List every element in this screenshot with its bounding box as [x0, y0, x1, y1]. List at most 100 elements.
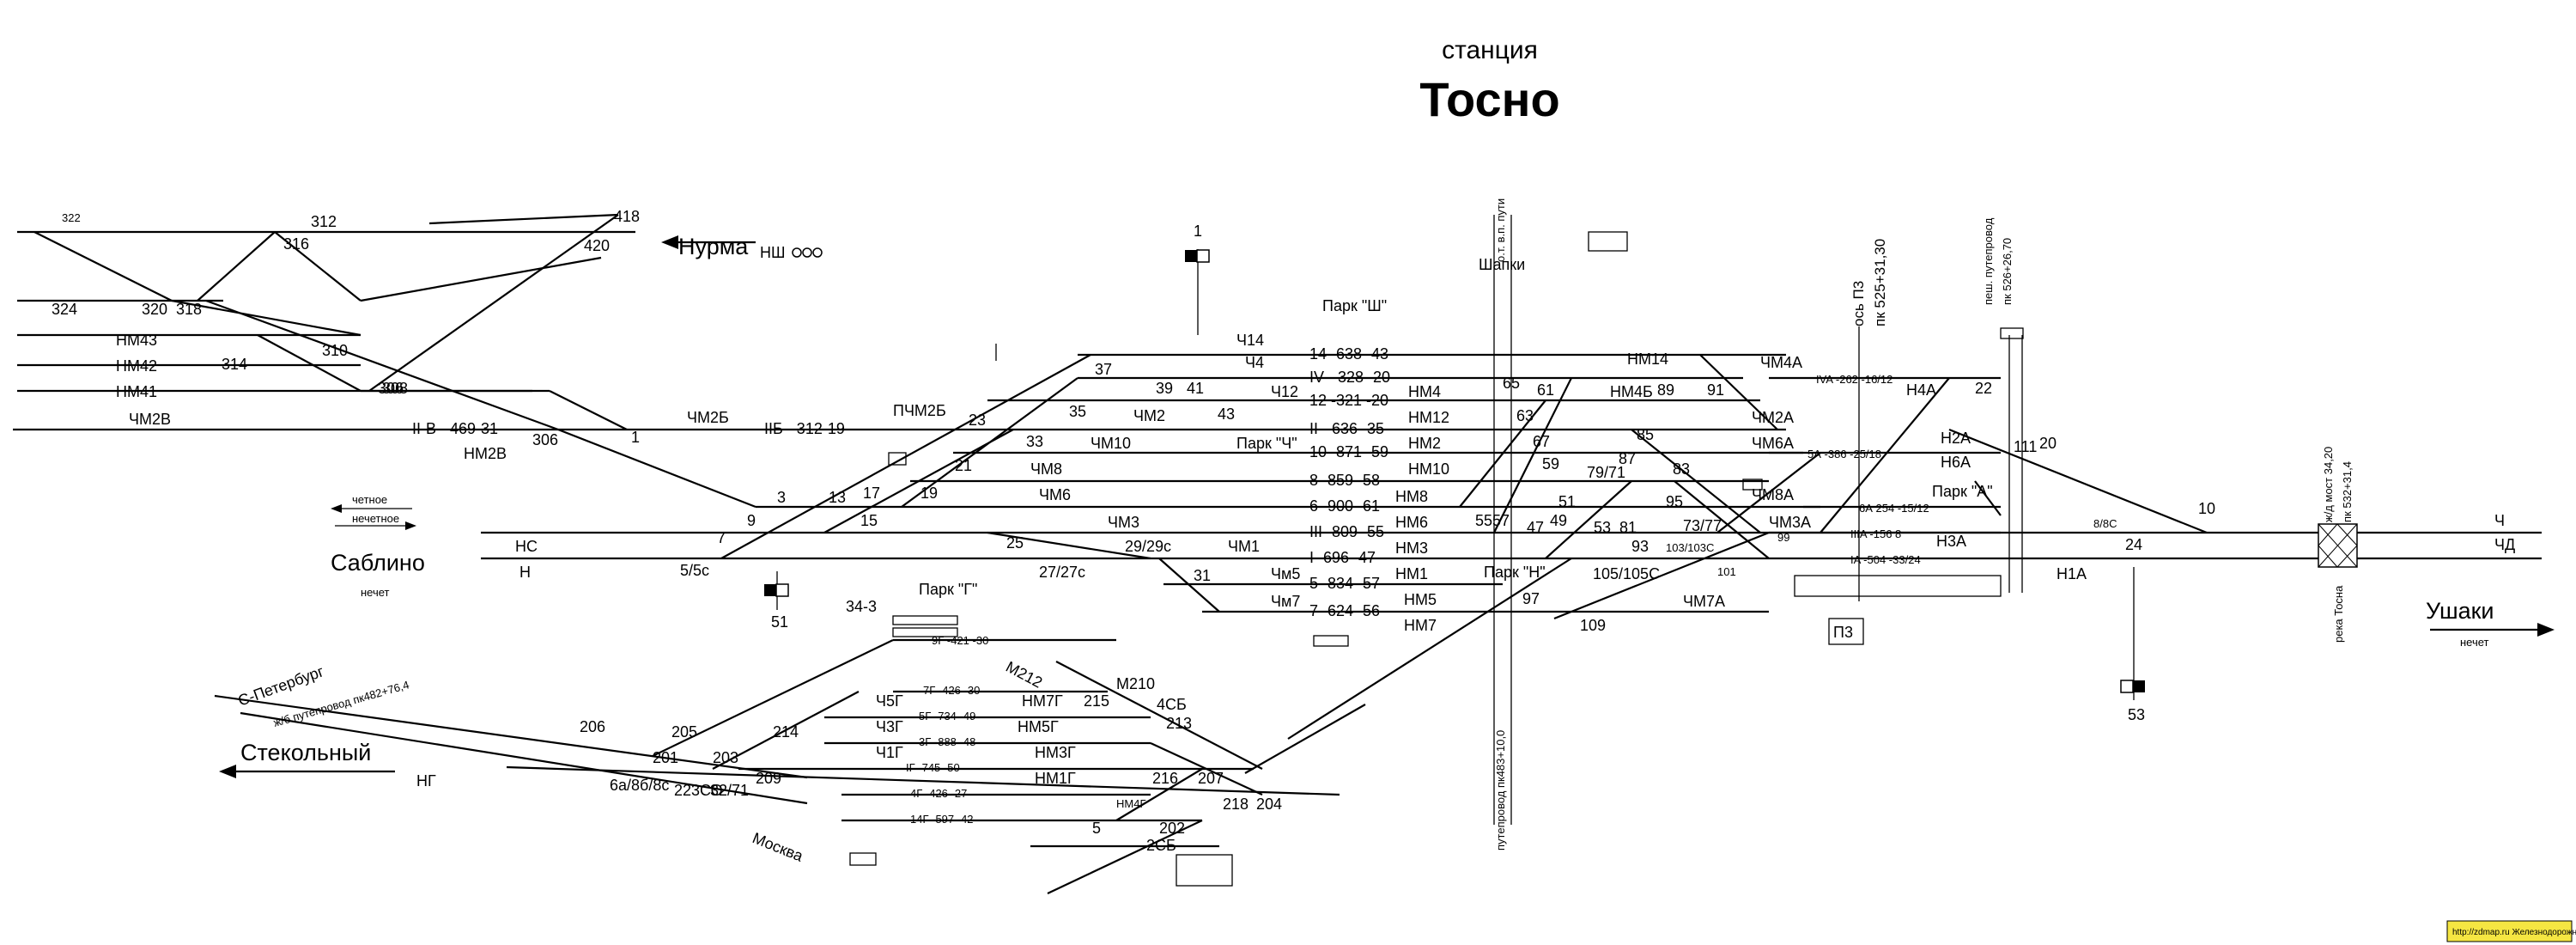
switch-label: 79/71	[1587, 464, 1625, 481]
signal-label: НМ6	[1395, 514, 1428, 531]
moskva-label: Москва	[750, 829, 806, 865]
switch-label: 201	[653, 749, 678, 766]
switch-label: 15	[860, 512, 878, 529]
signal-label: Ч3Г	[876, 718, 903, 735]
track-label: 7Г -426 -30	[923, 684, 980, 697]
park-sh-label: Парк "Ш"	[1322, 297, 1387, 314]
track-label: 5Г -734 -49	[919, 710, 975, 722]
ushaki-label: Ушаки	[2426, 598, 2494, 624]
switch-label: 103/103С	[1666, 541, 1714, 554]
park-sh-tracks	[17, 213, 635, 431]
switch-numbers: 322 316 312 306 418 420 324 320 318 314 …	[52, 208, 2215, 837]
signal-label: М210	[1116, 675, 1155, 692]
nechet-right-label: нечет	[2460, 636, 2489, 649]
park-a-label: Парк "А"	[1932, 483, 1993, 500]
putepr-label: путепровод пк483+10,0	[1494, 730, 1507, 850]
signal-label: ЧМ2Б	[687, 409, 729, 426]
track-label: 10 -871 -59	[1309, 443, 1388, 460]
switch-label: 65	[1503, 375, 1520, 392]
signal-label: НМ5Г	[1018, 718, 1059, 735]
signal-label: НМ43	[116, 332, 157, 349]
switch-label: 57	[1492, 512, 1510, 529]
switch-label: 324	[52, 301, 77, 318]
switch-label: 214	[773, 723, 799, 741]
switch-label: 93	[1631, 538, 1649, 555]
switch-label: 308	[382, 380, 408, 397]
signal-label: НМ4Г	[1116, 797, 1146, 810]
switch-label: 215	[1084, 692, 1109, 710]
track-label: 9Г -421 -30	[932, 634, 988, 647]
signal-label: НС	[515, 538, 538, 555]
signals: НШ Ч14 Ч4 Ч12 ЧМ2Б ЧМ2В НМ2В ПЧМ2Б ЧМ2 Ч…	[116, 223, 2515, 854]
spb-label: С-Петербург	[236, 662, 327, 710]
signal-label: Ч	[2494, 512, 2505, 529]
track-label: 5А -386 -25/18	[1807, 448, 1881, 460]
switch-label: 23	[969, 412, 986, 429]
pass-overpass-label: пеш. путепровод	[1982, 217, 1995, 305]
switch-label: 67	[1533, 433, 1550, 450]
signal-label: 4СБ	[1157, 696, 1187, 713]
switch-label: 20	[2039, 435, 2057, 452]
signal-label: ЧМ8А	[1752, 486, 1794, 503]
sablino-label: Саблино	[331, 550, 425, 576]
signal-label: ЧМ10	[1091, 435, 1131, 452]
signal-label: ЧМ2А	[1752, 409, 1794, 426]
km-label: ж/д мост 34,20	[2322, 447, 2335, 522]
track-label: IГ -745 -50	[906, 761, 960, 774]
switch-label: 83	[1673, 460, 1690, 478]
track-label: 6 -900 -61	[1309, 497, 1380, 515]
switch-label: 111	[2014, 438, 2037, 455]
switch-label: 420	[584, 237, 610, 254]
switch-label: 22	[1975, 380, 1992, 397]
signal-label: ЧМ3	[1108, 514, 1139, 531]
small-signs	[849, 231, 2024, 887]
chetnoe-label: четное	[352, 493, 387, 506]
switch-label: 24	[2125, 536, 2142, 553]
switch-label: 39	[1156, 380, 1173, 397]
track-label: IIIA -156 8	[1850, 527, 1901, 540]
track-label: 12 -321 -20	[1309, 392, 1388, 409]
signal-label: ЧМ6А	[1752, 435, 1794, 452]
switch-label: 13	[829, 489, 846, 506]
track-label: 4Г -426 -27	[910, 787, 967, 800]
switch-label: 32/71	[710, 782, 749, 799]
switch-label: 6а/8б/8с	[610, 777, 669, 794]
nurma-label: Нурма	[678, 234, 749, 259]
switch-label: 85	[1637, 426, 1654, 443]
switch-label: 37	[1095, 361, 1112, 378]
park-ch-tracks	[13, 353, 2542, 740]
signal-label: ЧМ7А	[1683, 593, 1725, 610]
signal-label: ЧМ1	[1228, 538, 1260, 555]
signal-label: Чм5	[1271, 565, 1300, 582]
switch-label: 316	[283, 235, 309, 253]
signal-label: Чм7	[1271, 593, 1300, 610]
switch-label: 206	[580, 718, 605, 735]
signal-label: П3	[1833, 624, 1853, 641]
signal-label: НМ10	[1408, 460, 1449, 478]
switch-label: 1	[631, 429, 640, 446]
switch-label: 31	[1194, 567, 1211, 584]
station-subtitle: станция	[1442, 36, 1538, 64]
shapki-label: Шапки	[1479, 256, 1525, 273]
switch-label: 418	[614, 208, 640, 225]
track-label: II-В - 469-31	[412, 420, 498, 437]
park-ch-track-labels: 14 -638 -43 IV - 328 -20 12 -321 -20 II …	[1309, 345, 1390, 619]
switch-label: 41	[1187, 380, 1204, 397]
station-title: Тосно	[1419, 72, 1559, 126]
signal-label: НГ	[416, 772, 436, 790]
track-label: II - 636 -35	[1309, 420, 1384, 437]
signal-label: НМ4	[1408, 383, 1441, 400]
signal-label: Ч14	[1236, 332, 1264, 349]
switch-label: 61	[1537, 381, 1554, 399]
signal-label: М212	[1003, 658, 1045, 692]
track-label: 7 -624 -56	[1309, 602, 1380, 619]
switch-label: 21	[955, 457, 972, 474]
right-track-labels: IVA -262 -16/12 5А -386 -25/18 6А 254 -1…	[1807, 373, 1929, 566]
track-label: 14 -638 -43	[1309, 345, 1388, 363]
signal-label: 53	[2128, 706, 2145, 723]
track-label: 3Г -888 -48	[919, 735, 975, 748]
switch-label: 8/8С	[2093, 517, 2117, 530]
signal-label: ЧМ3А	[1769, 514, 1811, 531]
switch-label: 51	[1558, 493, 1576, 510]
signal-label: Н6А	[1941, 454, 1971, 471]
